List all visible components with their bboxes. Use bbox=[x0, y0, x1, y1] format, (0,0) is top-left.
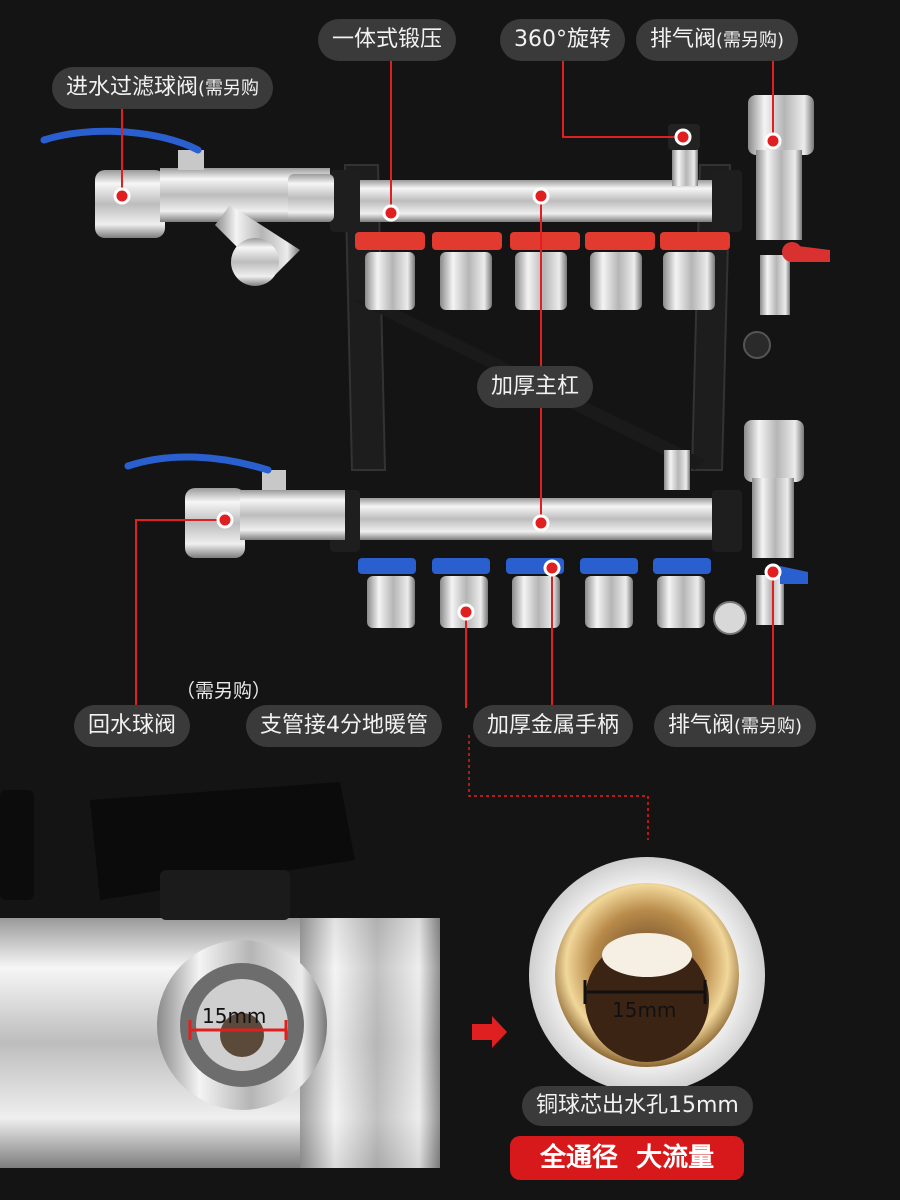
bore-size-right: 15mm bbox=[612, 998, 677, 1022]
label-main-bar: 加厚主杠 bbox=[477, 366, 594, 408]
label-vent-bottom: 排气阀(需另购) bbox=[654, 705, 817, 747]
note-return-valve: （需另购） bbox=[176, 680, 272, 702]
caption-ball-core: 铜球芯出水孔15mm bbox=[522, 1086, 753, 1126]
label-return-valve: 回水球阀 bbox=[74, 705, 191, 747]
closeup-valve bbox=[0, 782, 440, 1168]
label-branch-pipe: 支管接4分地暖管 bbox=[246, 705, 442, 747]
return-outlet bbox=[358, 558, 416, 628]
brass-ball-core bbox=[529, 857, 765, 1093]
label-vent-top: 排气阀(需另购) bbox=[636, 19, 799, 61]
bore-size-left: 15mm bbox=[202, 1004, 267, 1028]
supply-outlet bbox=[510, 232, 580, 310]
supply-outlet bbox=[432, 232, 502, 310]
slogan-full-flow: 全通径 大流量 bbox=[510, 1136, 745, 1180]
label-metal-handle: 加厚金属手柄 bbox=[473, 705, 634, 747]
supply-outlet bbox=[355, 232, 425, 310]
return-outlet bbox=[653, 558, 711, 628]
return-outlet bbox=[580, 558, 638, 628]
label-forged: 一体式锻压 bbox=[318, 19, 457, 61]
callout-lines bbox=[121, 60, 774, 840]
supply-outlet bbox=[585, 232, 655, 310]
return-manifold bbox=[124, 420, 808, 635]
return-outlet bbox=[432, 558, 490, 628]
supply-manifold bbox=[40, 95, 830, 359]
arrow-icon bbox=[472, 1016, 507, 1048]
label-rotate: 360°旋转 bbox=[500, 19, 625, 61]
supply-outlets bbox=[355, 232, 730, 310]
label-inlet-valve: 进水过滤球阀(需另购 bbox=[52, 67, 274, 109]
supply-outlet bbox=[660, 232, 730, 310]
callout-markers bbox=[113, 128, 782, 621]
return-outlets bbox=[358, 558, 711, 628]
